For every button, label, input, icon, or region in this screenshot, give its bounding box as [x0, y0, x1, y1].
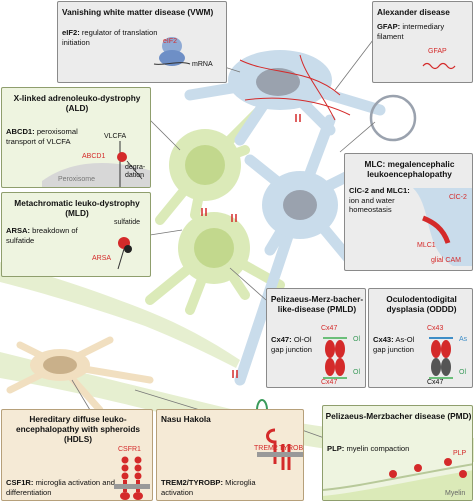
pmd-title: Pelizaeus-Merzbacher disease (PMD): [325, 411, 472, 421]
ald-panel: X-linked adrenoleuko-dystrophy (ALD) ABC…: [1, 87, 151, 188]
pmld-title: Pelizaeus-Merz-bacher-like-disease (PMLD…: [270, 294, 364, 314]
hdls-description: CSF1R: microglia activation and differen…: [6, 478, 116, 497]
degradation-label: degra-dation: [125, 164, 146, 179]
mrna-label: mRNA: [192, 61, 213, 68]
vwm-function: regulator of translation initiation: [62, 28, 158, 47]
pmd-function: myelin compaction: [346, 444, 410, 453]
filament-icon: [422, 62, 456, 70]
oddd-function: As-Ol gap junction: [373, 335, 415, 354]
hdls-gene: CSF1R:: [6, 478, 34, 487]
mlc-panel: MLC: megalencephalic leukoencephalopathy…: [344, 153, 473, 271]
vlcfa-label: VLCFA: [104, 133, 127, 140]
arsa-enzyme-icon: [117, 237, 132, 270]
mld-function: breakdown of sulfatide: [6, 226, 78, 245]
mlc-function: ion and water homeostasis: [349, 195, 395, 215]
oligodendrocyte-bottom-nucleus: [194, 228, 234, 268]
mld-title: Metachromatic leuko-dystrophy (MLD): [14, 198, 140, 218]
alexander-gene: GFAP:: [377, 22, 401, 31]
ald-title: X-linked adrenoleuko-dystrophy (ALD): [13, 93, 141, 113]
plp-label: PLP: [453, 450, 467, 457]
hdls-panel: Hereditary diffuse leuko-encephalopathy …: [1, 409, 153, 501]
ald-function: peroxisomal transport of VLCFA: [6, 127, 78, 146]
alexander-description: GFAP: intermediary filament: [377, 22, 472, 41]
nasu-function: Microglia activation: [161, 478, 256, 497]
trem2-label: TREM2: [254, 445, 278, 452]
mlc-gene: ClC-2 and MLC1:: [349, 186, 410, 195]
pmld-function: Ol-Ol gap junction: [271, 335, 312, 354]
nasu-description: TREM2/TYROBP: Microglia activation: [161, 478, 261, 497]
vwm-title: Vanishing white matter disease (VWM): [62, 7, 214, 17]
pmd-gene: PLP:: [327, 444, 345, 453]
axon-upper: [0, 262, 240, 368]
sulfatide-label: sulfatide: [114, 219, 141, 226]
tyrobp-label: TYROBP: [279, 445, 304, 452]
gfap-label: GFAP: [428, 48, 447, 55]
mld-description: ARSA: breakdown of sulfatide: [6, 226, 98, 245]
pmd-description: PLP: myelin compaction: [327, 444, 437, 454]
nasu-title: Nasu Hakola: [161, 414, 211, 424]
alexander-title: Alexander disease: [377, 7, 450, 17]
pmld-description: Cx47: Ol-Ol gap junction: [271, 335, 313, 354]
glialcam-label: glial CAM: [431, 257, 461, 264]
nasu-panel: Nasu Hakola TREM2/TYROBP: Microglia acti…: [156, 409, 304, 501]
oddd-title: Oculodentodigital dysplasia (ODDD): [386, 294, 457, 314]
oddd-cx-top-label: Cx43: [427, 325, 444, 332]
membrane-channel-icon: [413, 188, 472, 266]
eif2-label: eIF2: [163, 38, 178, 45]
mlc-title: MLC: megalencephalic leukoencephalopathy: [364, 159, 455, 179]
hdls-function: microglia activation and differentiation: [6, 478, 115, 497]
trem2-tyrobp-complex-icon: [257, 428, 303, 470]
vwm-panel: Vanishing white matter disease (VWM) eIF…: [57, 1, 227, 83]
oddd-panel: Oculodentodigital dysplasia (ODDD) Cx43:…: [368, 288, 473, 388]
oligodendrocyte-top-nucleus: [185, 145, 225, 185]
pmld-cx-top-label: Cx47: [321, 325, 338, 332]
ald-description: ABCD1: peroxisomal transport of VLCFA: [6, 127, 91, 146]
mld-gene: ARSA:: [6, 226, 31, 235]
vwm-gene: eIF2:: [62, 28, 80, 37]
arsa-label: ARSA: [92, 255, 112, 262]
heterotypic-gap-junction-icon: [429, 337, 453, 379]
peroxisome-icon: [42, 141, 150, 187]
ribosome-icon: [153, 37, 191, 66]
peroxisome-label: Peroxisome: [58, 176, 95, 183]
alexander-function: intermediary filament: [377, 22, 445, 41]
gap-junction-icon: [323, 337, 347, 379]
astrocyte-top-nucleus: [256, 68, 300, 96]
mld-panel: Metachromatic leuko-dystrophy (MLD) ARSA…: [1, 192, 151, 277]
pmld-gene: Cx47:: [271, 335, 292, 344]
oddd-ol-label: Ol: [459, 369, 466, 376]
oddd-as-label: As: [459, 336, 468, 343]
pmd-panel: Pelizaeus-Merzbacher disease (PMD) PLP: …: [322, 405, 473, 501]
axon-end-ring: [369, 94, 417, 142]
oddd-description: Cx43: As-Ol gap junction: [373, 335, 419, 354]
vwm-description: eIF2: regulator of translation initiatio…: [62, 28, 162, 47]
pmld-ol-top-label: Ol: [353, 336, 360, 343]
mlc1-label: MLC1: [417, 242, 436, 249]
csf1r-receptor-icon: [114, 456, 150, 500]
hdls-title: Hereditary diffuse leuko-encephalopathy …: [15, 414, 140, 444]
csfr1-label: CSFR1: [118, 446, 141, 453]
pmld-ol-bottom-label: Ol: [353, 369, 360, 376]
gfap-filaments: [239, 54, 351, 121]
microglia-nucleus: [43, 356, 77, 374]
clc2-label: ClC-2: [449, 194, 467, 201]
pmld-panel: Pelizaeus-Merz-bacher-like-disease (PMLD…: [266, 288, 366, 388]
pmld-cx-bottom-label: Cx47: [321, 379, 338, 386]
myelin-membrane-icon: [323, 458, 472, 500]
nasu-gene: TREM2/TYROBP:: [161, 478, 224, 487]
alexander-panel: Alexander disease GFAP: intermediary fil…: [372, 1, 473, 83]
oddd-cx-bottom-label: Cx47: [427, 379, 444, 386]
astrocyte-top-process: [184, 74, 386, 146]
ald-gene: ABCD1:: [6, 127, 35, 136]
astrocyte-center-nucleus: [283, 190, 317, 220]
abcd1-label: ABCD1: [82, 153, 106, 160]
mlc-description: ClC-2 and MLC1: ion and water homeostasi…: [349, 186, 419, 215]
oddd-gene: Cx43:: [373, 335, 394, 344]
gap-junction-markers: [201, 114, 301, 378]
myelin-label: Myelin: [445, 490, 466, 497]
